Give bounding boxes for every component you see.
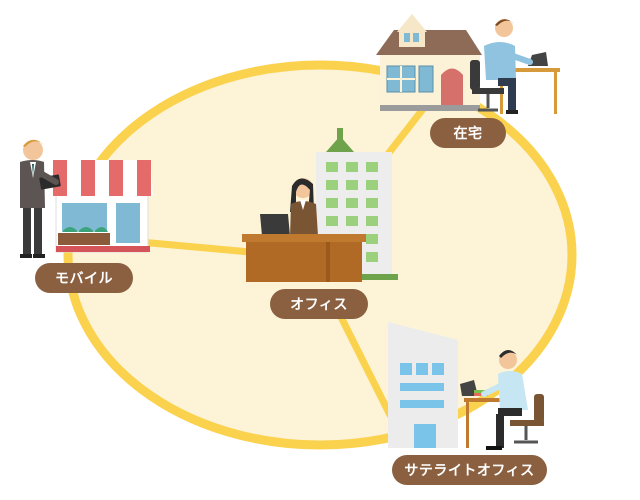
home-illustration xyxy=(376,14,560,114)
label-home: 在宅 xyxy=(430,118,506,148)
label-mobile: モバイル xyxy=(35,263,133,293)
label-office: オフィス xyxy=(270,289,368,319)
label-satellite-office: サテライトオフィス xyxy=(392,455,547,485)
